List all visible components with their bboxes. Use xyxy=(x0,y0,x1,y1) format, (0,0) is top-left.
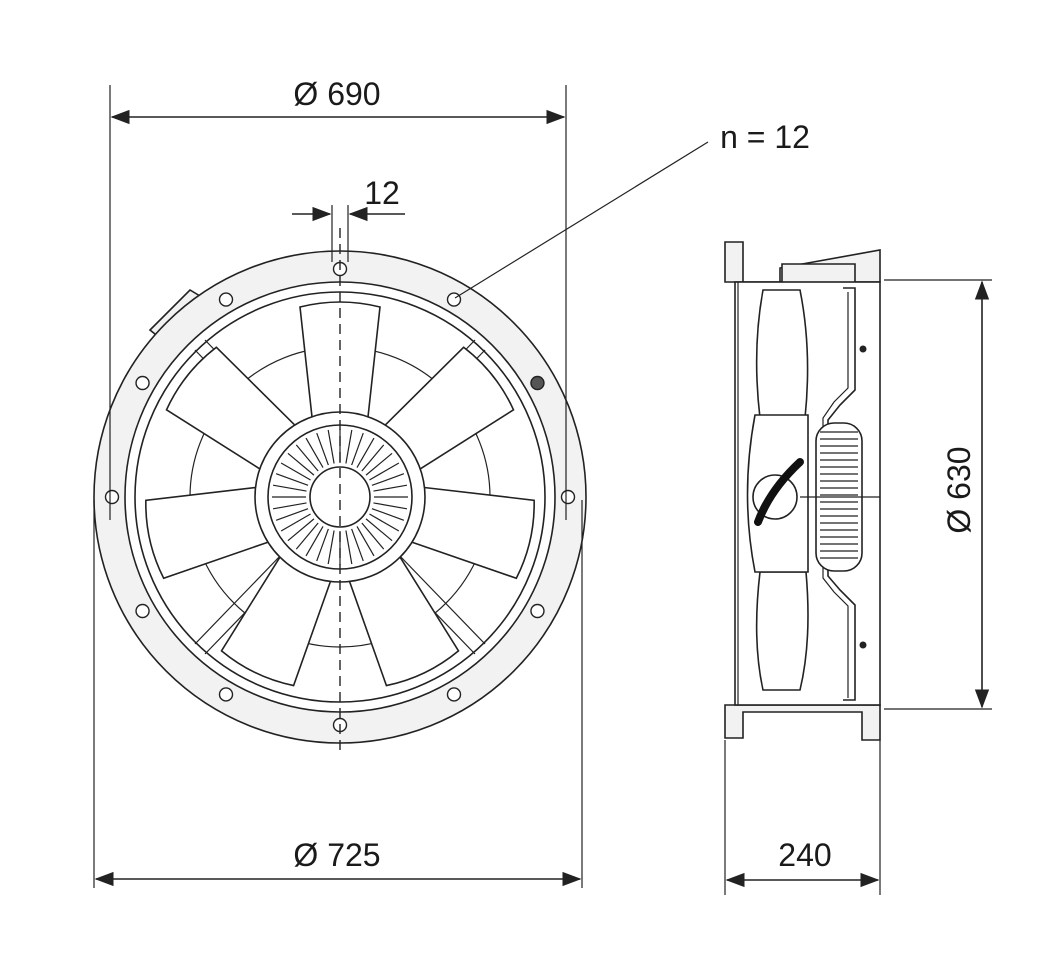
fan-blade xyxy=(384,346,515,471)
side-view xyxy=(724,241,881,741)
cooling-rib xyxy=(365,452,393,476)
cooling-rib xyxy=(371,473,405,486)
cooling-rib xyxy=(361,444,385,472)
cooling-rib xyxy=(316,432,329,466)
hub xyxy=(309,466,371,528)
cooling-rib xyxy=(275,508,309,521)
rotation-arrow-icon xyxy=(754,458,804,526)
cooling-rib xyxy=(351,432,364,466)
cooling-rib xyxy=(371,508,405,521)
cooling-rib xyxy=(351,528,364,562)
cooling-rib xyxy=(280,513,311,532)
bolt-hole xyxy=(218,687,234,702)
cooling-rib xyxy=(373,502,408,510)
cooling-rib xyxy=(345,429,353,464)
fan-blade xyxy=(145,486,270,580)
dim-flange-diameter: Ø 690 xyxy=(109,76,567,520)
side-hub xyxy=(746,414,809,573)
cooling-rib xyxy=(287,518,315,542)
cooling-rib xyxy=(373,484,408,492)
dim-outer-diameter: Ø 725 xyxy=(93,500,583,888)
cooling-rib xyxy=(305,437,324,468)
side-bolt-bottom xyxy=(859,641,867,649)
fan-blades xyxy=(145,301,535,687)
bolt-hole xyxy=(530,603,545,619)
bolt-hole xyxy=(446,687,462,702)
bolt-hole xyxy=(446,292,462,307)
label-depth: 240 xyxy=(778,837,831,873)
bolt-hole xyxy=(560,489,576,505)
cooling-rib xyxy=(272,502,307,510)
side-top-clamp xyxy=(781,263,856,285)
dim-duct-diameter: Ø 630 xyxy=(884,279,992,710)
fan-blade xyxy=(410,486,535,580)
side-bolt-top xyxy=(859,345,867,353)
cooling-rib xyxy=(272,484,307,492)
side-bottom-flange xyxy=(724,704,881,741)
label-outer-diameter: Ø 725 xyxy=(293,837,380,873)
fan-blade xyxy=(165,346,296,471)
cooling-rib xyxy=(327,429,335,464)
bolt-hole xyxy=(218,292,234,307)
label-hole-count: n = 12 xyxy=(720,119,810,155)
cooling-rib xyxy=(295,522,319,550)
fan-blade xyxy=(348,555,460,687)
fan-blade xyxy=(220,555,332,687)
cooling-rib xyxy=(369,462,400,481)
dim-hole-size: 12 xyxy=(292,175,405,262)
cooling-rib xyxy=(356,526,375,557)
cooling-rib xyxy=(287,452,315,476)
bolt-holes xyxy=(104,261,576,733)
cooling-rib xyxy=(365,518,393,542)
cooling-rib xyxy=(361,522,385,550)
hole-count-leader: n = 12 xyxy=(454,119,810,299)
bolt-hole xyxy=(135,603,150,619)
cooling-rib xyxy=(356,437,375,468)
cooling-rib xyxy=(345,530,353,565)
cooling-rib xyxy=(369,513,400,532)
side-blade-top xyxy=(755,289,809,419)
cooling-rib xyxy=(275,473,309,486)
label-hole-size: 12 xyxy=(364,175,400,211)
label-duct-diameter: Ø 630 xyxy=(941,446,977,533)
bolt-hole xyxy=(135,375,150,391)
cooling-rib xyxy=(305,526,324,557)
front-view xyxy=(93,228,587,752)
cooling-rib xyxy=(316,528,329,562)
cooling-rib xyxy=(280,462,311,481)
bolt-hole xyxy=(530,375,545,391)
bolt-hole xyxy=(104,489,120,505)
cooling-rib xyxy=(295,444,319,472)
motor-cooling-ribs xyxy=(272,429,408,565)
dim-depth: 240 xyxy=(724,740,881,895)
side-hub-cap xyxy=(752,474,798,520)
side-blade-bottom xyxy=(755,571,809,691)
side-motor-ribs xyxy=(820,431,858,559)
label-flange-diameter: Ø 690 xyxy=(293,76,380,112)
cooling-rib xyxy=(327,530,335,565)
